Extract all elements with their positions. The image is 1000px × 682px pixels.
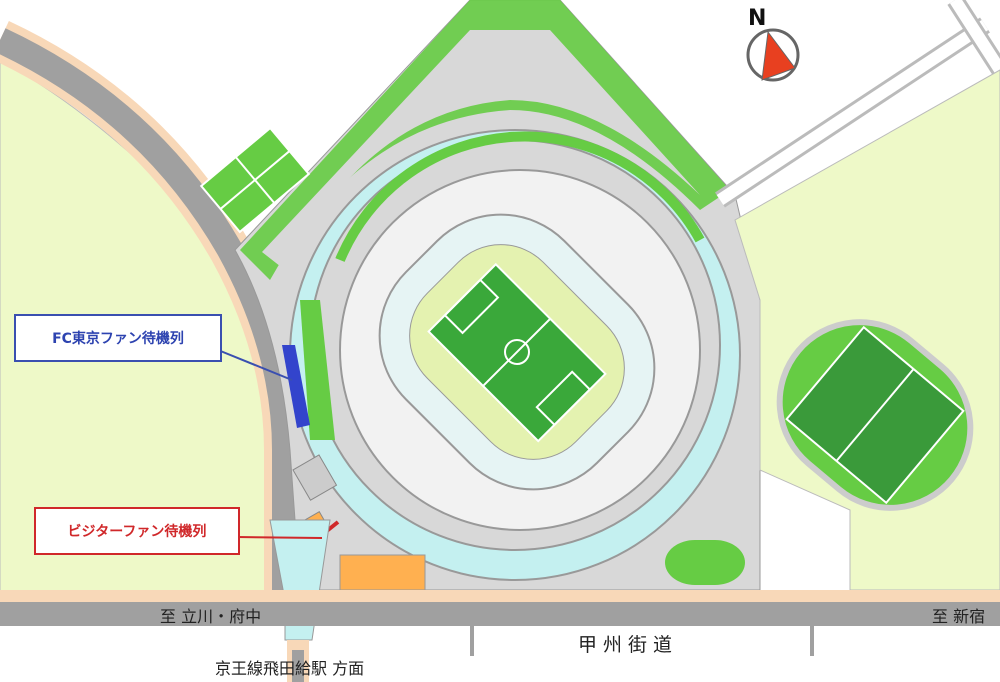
west-green [300, 300, 335, 440]
koshu-kaido-road [0, 602, 1000, 626]
futsal-courts [199, 126, 311, 234]
training-ground [776, 319, 974, 511]
left-road [0, 28, 298, 600]
label-keio-tobitakyu: 京王線飛田給駅 方面 [215, 659, 365, 678]
compass-icon [746, 28, 800, 82]
fc-tokyo-queue-callout: FC東京ファン待機列 [14, 314, 222, 362]
north-green [240, 0, 730, 280]
north-plaza [262, 30, 700, 270]
fc-queue-area [282, 345, 310, 428]
label-to-tachikawa-fuchu: 至 立川・府中 [160, 607, 262, 626]
orange-building [339, 554, 426, 591]
label-to-shinjuku: 至 新宿 [932, 607, 986, 626]
north-label: N [748, 6, 767, 31]
label-koshu-kaido: 甲州街道 [578, 634, 679, 656]
stands [378, 213, 656, 491]
visitor-queue-callout: ビジターファン待機列 [34, 507, 240, 555]
